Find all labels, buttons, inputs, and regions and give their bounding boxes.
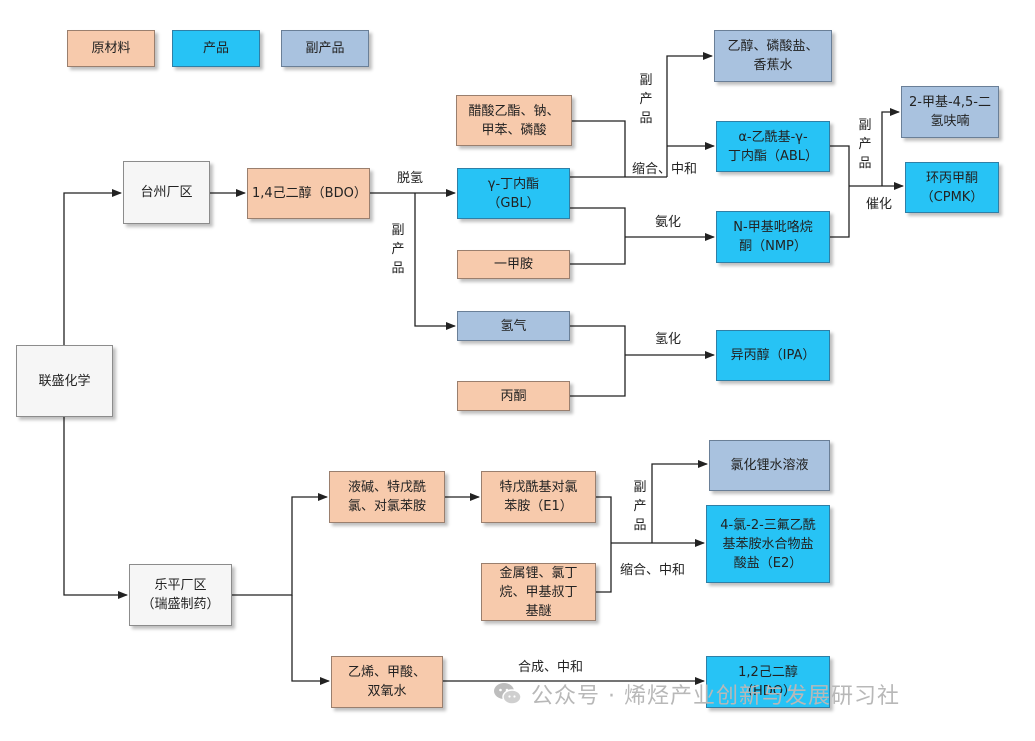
node-ipa: 异丙醇（IPA）	[716, 330, 830, 381]
node-ethylene-formic: 乙烯、甲酸、 双氧水	[331, 656, 443, 708]
node-abl: α-乙酰基-γ- 丁内酯（ABL）	[716, 121, 830, 172]
watermark: 公众号 · 烯烃产业创新与发展研习社	[493, 678, 900, 710]
label-ammoniation: 氨化	[655, 215, 682, 230]
legend-byproduct: 副产品	[281, 30, 369, 67]
node-e1: 特戊酰基对氯 苯胺（E1）	[481, 471, 596, 523]
edge-abl-catalysis	[830, 145, 850, 186]
node-methylamine: 一甲胺	[457, 250, 570, 279]
node-acetone: 丙酮	[457, 381, 570, 411]
node-lithium-mix: 金属锂、氯丁 烷、甲基叔丁 基醚	[481, 563, 596, 621]
node-gbl: γ-丁内酯 （GBL）	[457, 168, 570, 219]
label-byproduct-gbl: 副产品	[639, 73, 653, 126]
node-bdo: 1,4己二醇（BDO）	[247, 168, 370, 219]
node-e2: 4-氯-2-三氟乙酰 基苯胺水合物盐 酸盐（E2）	[706, 505, 830, 583]
legend-raw-material: 原材料	[67, 30, 155, 67]
node-methyl-dihydrofuran: 2-甲基-4,5-二 氢呋喃	[901, 86, 999, 138]
edge-merge-byproduct	[666, 52, 713, 177]
label-byproduct-bdo: 副产品	[391, 223, 405, 276]
node-alkali-pivaloyl: 液碱、特戊酰 氯、对氯苯胺	[329, 471, 445, 523]
label-condense-neutralize-2: 缩合、中和	[620, 563, 686, 578]
edge-e1-merge	[596, 496, 612, 543]
edge-hydrogen-ipa	[570, 325, 626, 355]
label-byproduct-abl: 副产品	[858, 118, 872, 171]
edge-acetone-ipa	[570, 355, 626, 397]
edge-methylamine-nmp	[570, 237, 626, 265]
edge-liansheng-taizhou	[63, 189, 122, 345]
node-ethanol-phosphate: 乙醇、磷酸盐、 香蕉水	[714, 30, 832, 82]
node-ethyl-acetate-mix: 醋酸乙酯、钠、 甲苯、磷酸	[456, 95, 572, 146]
node-leping: 乐平厂区 （瑞盛制药）	[129, 564, 232, 626]
label-hydrogenation: 氢化	[655, 332, 682, 347]
edge-ethylacetate-merge	[572, 120, 626, 177]
edge-liansheng-leping	[63, 417, 128, 599]
node-nmp: N-甲基吡咯烷 酮（NMP）	[716, 211, 830, 263]
wechat-icon	[493, 681, 523, 707]
label-byproduct-e1: 副产品	[633, 480, 647, 533]
node-cpmk: 环丙甲酮 （CPMK）	[905, 162, 999, 213]
edge-lithium-merge	[596, 543, 612, 593]
legend-product: 产品	[172, 30, 260, 67]
edge-gbl-nmp	[570, 207, 626, 237]
node-licl: 氯化锂水溶液	[709, 440, 830, 491]
label-dehydrogenation: 脱氢	[397, 171, 424, 186]
node-liansheng: 联盛化学	[16, 345, 113, 417]
node-hydrogen: 氢气	[457, 311, 570, 341]
node-hdo: 1,2己二醇 （HDO）	[706, 656, 830, 708]
label-catalysis: 催化	[866, 197, 893, 212]
edge-to-methyldihydrofuran	[881, 108, 900, 186]
edge-to-licl	[651, 460, 708, 543]
watermark-text: 公众号 · 烯烃产业创新与发展研习社	[531, 684, 900, 709]
edge-bdo-hydrogen	[414, 193, 456, 330]
node-taizhou: 台州厂区	[123, 161, 210, 224]
label-synthesize-neutralize: 合成、中和	[518, 660, 584, 675]
edge-leping-alkali	[232, 493, 328, 596]
edge-leping-ethylene	[291, 595, 330, 685]
label-condense-neutralize-1: 缩合、中和	[632, 162, 698, 177]
edge-nmp-catalysis	[830, 186, 850, 238]
